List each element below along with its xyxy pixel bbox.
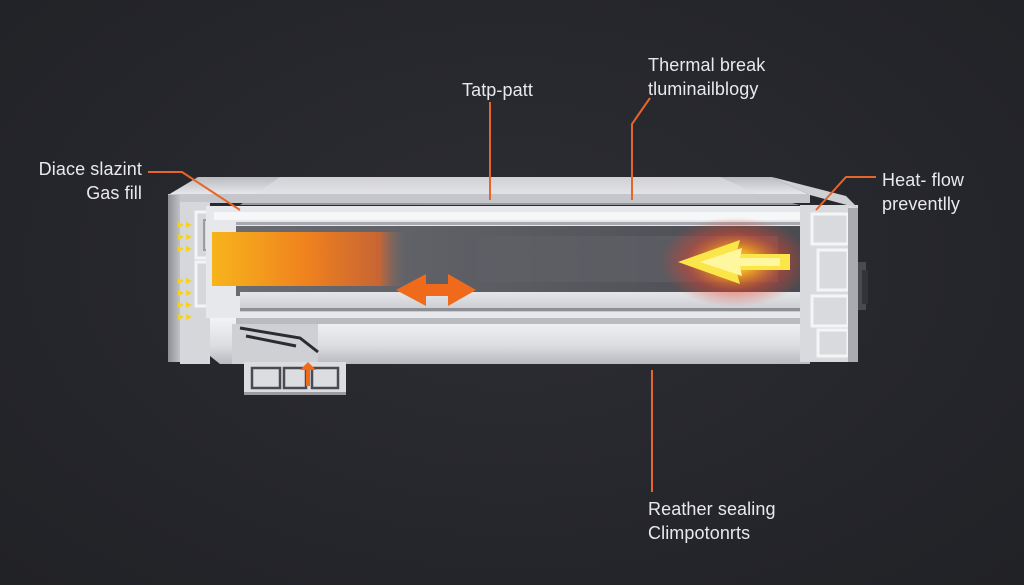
drain-heat-arrow xyxy=(300,362,316,386)
label-thermal-break-line1: Thermal break xyxy=(648,55,766,75)
label-glazing-line2: Gas fill xyxy=(86,183,142,203)
glass-pane-edge xyxy=(240,308,800,311)
glazing-inner-top-line xyxy=(236,222,802,225)
frame-bottom-body xyxy=(210,318,810,364)
heat-flow-arrow-orange xyxy=(396,274,476,306)
label-glazing-gas-fill: Diace slazint Gas fill xyxy=(20,157,142,205)
label-weather-sealing-line2: Climpotonrts xyxy=(648,523,751,543)
frame-bottom-channel xyxy=(232,324,318,364)
label-weather-sealing-line1: Reather sealing xyxy=(648,499,776,519)
leader-thermal-break xyxy=(631,97,651,200)
label-heat-flow-line1: Heat- flow xyxy=(882,170,965,190)
gas-fill-heat-band xyxy=(212,232,482,286)
leader-glazing xyxy=(148,171,241,211)
frame-right-shadow xyxy=(848,208,858,362)
right-seal-gasket xyxy=(856,262,868,310)
leader-lines xyxy=(148,97,876,492)
frame-left-plate xyxy=(168,195,182,362)
heat-flow-arrow-yellow-core xyxy=(700,248,780,276)
leader-heat-flow xyxy=(815,176,876,211)
frame-bottom-lip xyxy=(236,318,810,324)
bottom-thermal-break xyxy=(239,326,319,354)
drain-profile-edge xyxy=(244,392,346,395)
label-weather-sealing: Reather sealing Climpotonrts xyxy=(648,497,776,545)
label-top-part-line1: Tatp-patt xyxy=(462,80,533,100)
label-top-part: Tatp-patt xyxy=(462,78,533,102)
label-thermal-break-line2: tluminailblogy xyxy=(648,79,759,99)
label-heat-flow-line2: preventlly xyxy=(882,194,961,214)
glazing-top-strip xyxy=(214,212,804,220)
drain-profile-chambers xyxy=(250,366,340,390)
frame-right-top-slope xyxy=(772,177,858,208)
glass-pane-lower xyxy=(240,292,800,312)
left-heat-chevrons xyxy=(178,222,192,320)
label-heat-flow: Heat- flow preventlly xyxy=(882,168,964,216)
label-thermal-break: Thermal break tluminailblogy xyxy=(648,53,765,101)
label-glazing-line1: Diace slazint xyxy=(38,159,142,179)
